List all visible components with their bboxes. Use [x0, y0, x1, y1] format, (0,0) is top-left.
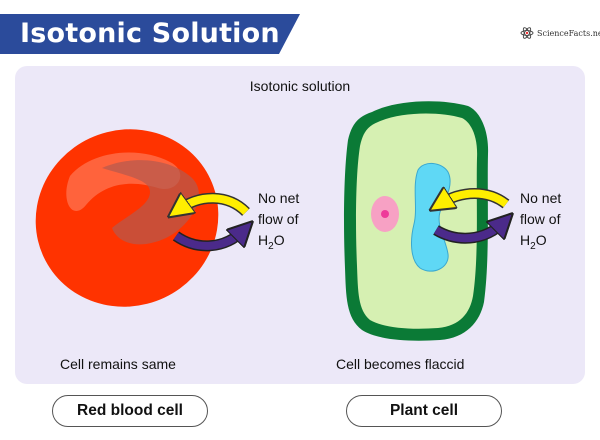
red-blood-cell	[35, 129, 219, 307]
title-banner	[0, 14, 300, 54]
plant-caption: Cell becomes flaccid	[336, 356, 465, 372]
flow-line-3: H2O	[520, 232, 547, 252]
rbc-flow-label: No net flow of H2O	[258, 188, 299, 253]
sciencefacts-logo: ScienceFacts.net	[520, 24, 600, 42]
red-blood-cell-label: Red blood cell	[52, 395, 208, 427]
flow-line-1: No net	[520, 190, 562, 206]
flow-line-2: flow of	[520, 211, 561, 227]
plant-water-arrows	[436, 194, 506, 244]
flow-line-3: H2O	[258, 232, 285, 252]
atom-icon	[520, 27, 534, 39]
rbc-water-arrows	[176, 198, 246, 252]
plant-cell	[344, 101, 489, 341]
logo-text: ScienceFacts.net	[537, 28, 600, 38]
rbc-caption: Cell remains same	[60, 356, 176, 372]
solution-label: Isotonic solution	[249, 78, 351, 94]
page-title: Isotonic Solution	[20, 18, 280, 49]
plant-flow-label: No net flow of H2O	[520, 188, 561, 253]
plant-cell-label: Plant cell	[346, 395, 502, 427]
flow-line-1: No net	[258, 190, 300, 206]
flow-line-2: flow of	[258, 211, 299, 227]
